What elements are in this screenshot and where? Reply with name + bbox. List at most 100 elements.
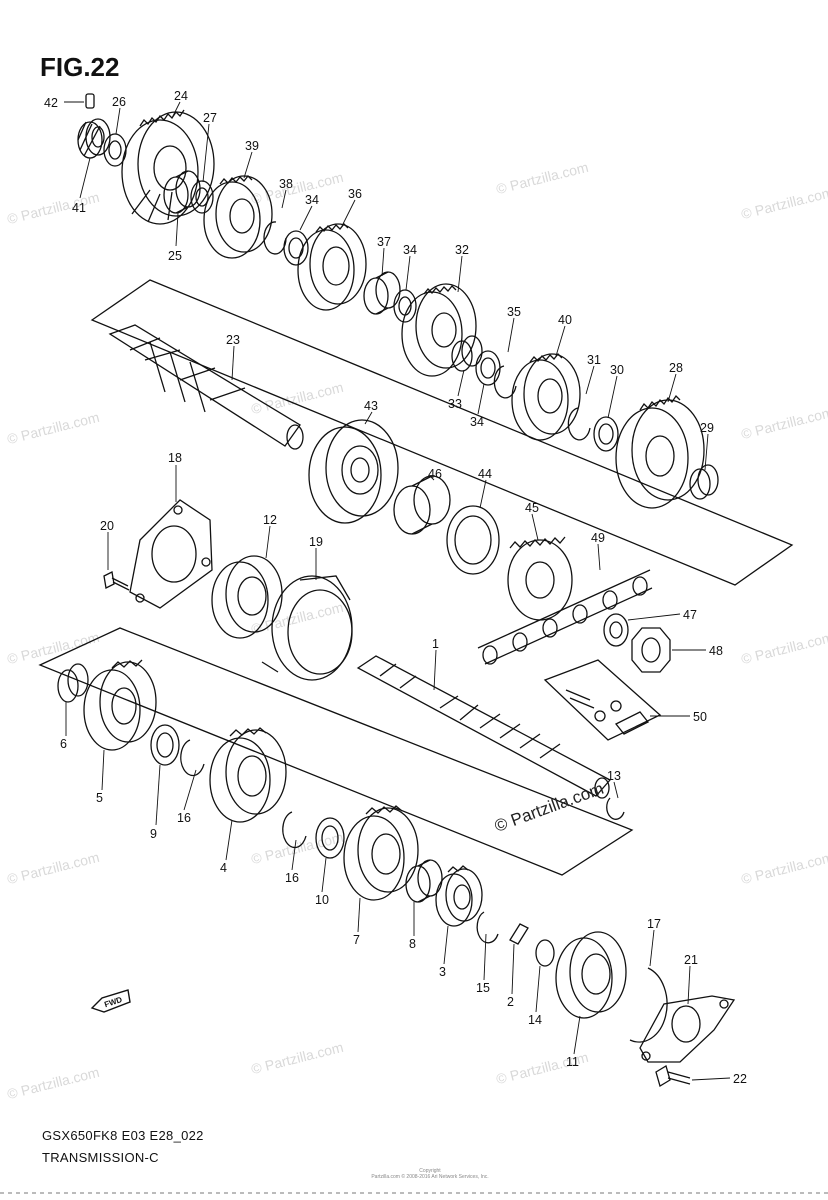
gear-part-3 <box>435 865 483 927</box>
callout-7: 7 <box>353 933 360 947</box>
callout-38: 38 <box>279 177 293 191</box>
callout-34: 34 <box>470 415 484 429</box>
bushing-part-8 <box>405 859 443 903</box>
circlip-part-16-a <box>180 739 205 777</box>
callout-41: 41 <box>72 201 86 215</box>
bolt-part-20 <box>103 571 130 591</box>
callout-17: 17 <box>647 917 661 931</box>
spacer-part-46 <box>393 475 451 535</box>
bearing-part-43 <box>308 419 399 524</box>
callout-labels: 42 26 24 27 39 38 34 36 37 34 32 35 40 3… <box>44 89 747 1086</box>
callout-2: 2 <box>507 995 514 1009</box>
driveshaft-part-1 <box>356 655 612 799</box>
needle-bearing-part-41 <box>77 118 111 159</box>
oil-seal-part-44 <box>446 505 500 575</box>
sprocket-part-45 <box>507 536 573 621</box>
collar-part-25 <box>163 170 201 214</box>
nut-part-48 <box>631 627 671 673</box>
callout-8: 8 <box>409 937 416 951</box>
callout-28: 28 <box>669 361 683 375</box>
washer-part-34-a <box>283 230 309 266</box>
callout-1: 1 <box>432 637 439 651</box>
plate-part-18 <box>129 499 213 609</box>
callout-39: 39 <box>245 139 259 153</box>
callout-32: 32 <box>455 243 469 257</box>
callout-31: 31 <box>587 353 601 367</box>
key-part-42 <box>85 93 95 109</box>
countershaft-part-23 <box>108 324 304 450</box>
callout-12: 12 <box>263 513 277 527</box>
washer-part-47 <box>603 613 629 647</box>
callout-10: 10 <box>315 893 329 907</box>
callout-13: 13 <box>607 769 621 783</box>
washer-part-30 <box>593 416 619 452</box>
model-code: GSX650FK8 E03 E28_022 <box>42 1128 204 1143</box>
washer-part-2 <box>509 923 529 945</box>
gear-part-4 <box>209 727 287 823</box>
callout-48: 48 <box>709 644 723 658</box>
callout-11: 11 <box>566 1055 579 1069</box>
gear-part-28 <box>615 394 705 509</box>
bottom-rule <box>0 1192 828 1194</box>
callout-47: 47 <box>683 608 697 622</box>
callout-35: 35 <box>507 305 521 319</box>
callout-34: 34 <box>305 193 319 207</box>
callout-42: 42 <box>44 96 58 110</box>
callout-22: 22 <box>733 1072 747 1086</box>
bushing-part-29 <box>689 464 719 500</box>
gear-part-5 <box>83 659 157 751</box>
bushing-part-6 <box>57 663 89 703</box>
chain-joint-part-50 <box>543 659 662 741</box>
washer-part-27 <box>190 180 214 214</box>
bushing-part-33 <box>451 335 483 372</box>
copyright-line-2: Partzilla.com © 2008-2016 Ari Network Se… <box>371 1174 489 1180</box>
callout-44: 44 <box>478 467 492 481</box>
callout-9: 9 <box>150 827 157 841</box>
callout-5: 5 <box>96 791 103 805</box>
callout-3: 3 <box>439 965 446 979</box>
callout-50: 50 <box>693 710 707 724</box>
callout-27: 27 <box>203 111 217 125</box>
callout-33: 33 <box>448 397 462 411</box>
copyright-notice: Copyright Partzilla.com © 2008-2016 Ari … <box>360 1168 500 1180</box>
leader-lines <box>64 101 731 1081</box>
callout-43: 43 <box>364 399 378 413</box>
callout-25: 25 <box>168 249 182 263</box>
gear-part-39 <box>203 175 273 259</box>
callout-37: 37 <box>377 235 391 249</box>
copyright-line-1: Copyright <box>419 1168 441 1174</box>
callout-49: 49 <box>591 531 605 545</box>
callout-16: 16 <box>285 871 299 885</box>
fwd-arrow: FWD <box>90 989 131 1013</box>
callout-26: 26 <box>112 95 126 109</box>
bearing-part-11 <box>555 931 627 1019</box>
callout-21: 21 <box>684 953 698 967</box>
callout-4: 4 <box>220 861 227 875</box>
gear-part-36 <box>297 223 367 311</box>
circlip-part-14 <box>535 939 555 967</box>
callout-14: 14 <box>528 1013 542 1027</box>
bolt-part-22 <box>655 1065 691 1087</box>
circlip-part-15 <box>476 911 499 944</box>
callout-34: 34 <box>403 243 417 257</box>
callout-46: 46 <box>428 467 442 481</box>
washer-part-9 <box>150 724 180 766</box>
circlip-part-38 <box>263 221 287 255</box>
washer-part-10 <box>315 817 345 859</box>
callout-29: 29 <box>700 421 714 435</box>
callout-20: 20 <box>100 519 114 533</box>
plate-part-21 <box>639 995 736 1063</box>
gear-part-40 <box>511 353 581 441</box>
gear-part-24 <box>121 109 215 225</box>
retainer-part-19 <box>261 575 353 681</box>
upper-shaft-frame <box>90 279 794 586</box>
gear-part-32 <box>401 283 477 377</box>
callout-6: 6 <box>60 737 67 751</box>
callout-30: 30 <box>610 363 624 377</box>
callout-36: 36 <box>348 187 362 201</box>
figure-title: FIG.22 <box>40 52 120 82</box>
callout-23: 23 <box>226 333 240 347</box>
gear-part-7 <box>343 805 419 901</box>
